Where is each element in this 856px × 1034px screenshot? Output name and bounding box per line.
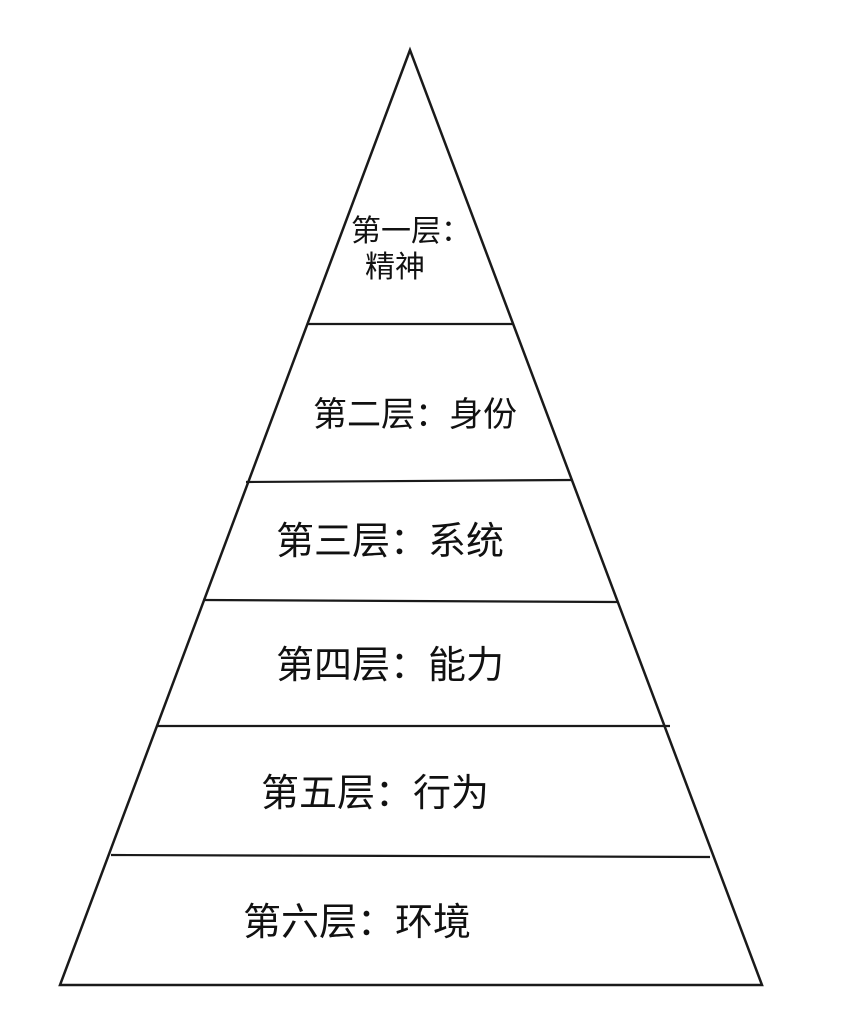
layer-3-label: 第三层：系统 — [276, 519, 504, 563]
pyramid-outline — [58, 46, 764, 987]
layer-1-label-line-1: 第一层： — [351, 214, 471, 249]
layer-divider-5 — [110, 853, 711, 859]
layer-divider-3 — [202, 598, 618, 604]
layer-6-label: 第六层：环境 — [243, 900, 471, 944]
layer-2-label: 第二层：身份 — [313, 395, 517, 435]
layer-5-label: 第五层：行为 — [261, 771, 489, 815]
layer-4-label: 第四层：能力 — [276, 643, 504, 687]
layer-1-label-line-2: 精神 — [365, 250, 425, 285]
layer-divider-2 — [245, 478, 573, 484]
